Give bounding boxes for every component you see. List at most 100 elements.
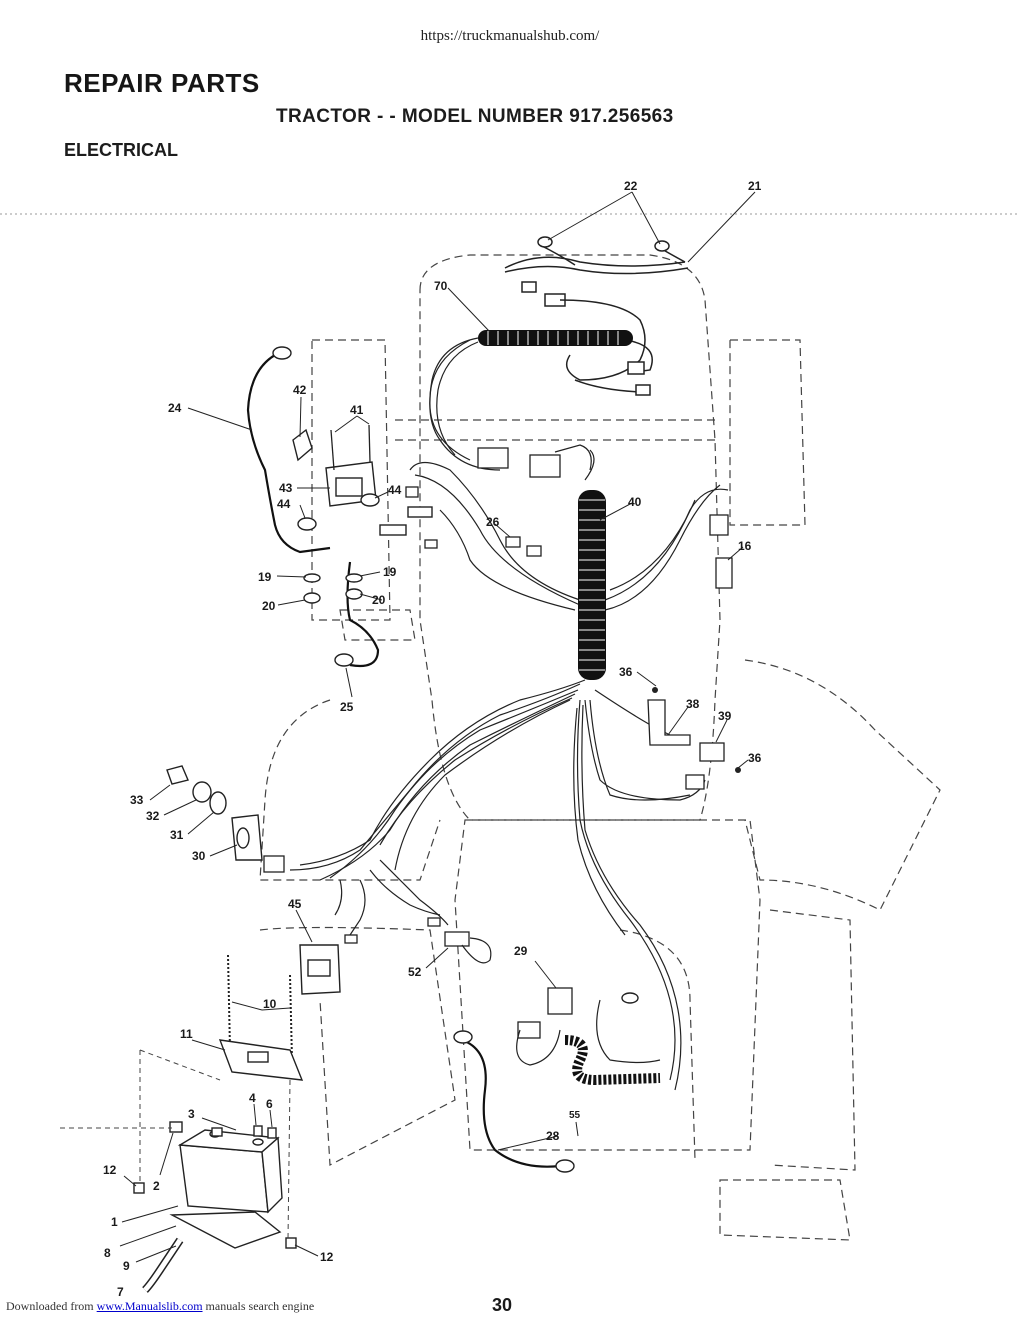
callout-11: 11 xyxy=(180,1027,193,1041)
download-footer: Downloaded from www.Manualslib.com manua… xyxy=(6,1299,314,1314)
ring-terminal-25-icon xyxy=(334,653,354,667)
callout-44-left: 44 xyxy=(277,497,291,511)
connector-d-icon xyxy=(635,384,651,396)
nut-20a-icon xyxy=(303,592,321,604)
ignition-plug-icon xyxy=(263,855,285,873)
callout-70: 70 xyxy=(434,279,448,293)
connector-a-icon xyxy=(521,281,537,293)
callout-55: 55 xyxy=(569,1110,581,1121)
terminal-4-icon xyxy=(253,1125,263,1137)
coil-cable-29 xyxy=(564,1035,661,1086)
nut-44b-icon xyxy=(360,493,380,507)
switch-39-icon xyxy=(699,742,725,762)
fuse-link-2-icon xyxy=(407,506,433,518)
callout-52: 52 xyxy=(408,965,422,979)
callout-21: 21 xyxy=(748,179,762,193)
battery-1-icon xyxy=(179,1144,269,1213)
left-fender-outline xyxy=(259,699,441,881)
small-bracket-outline xyxy=(339,609,416,641)
callout-33: 33 xyxy=(130,793,144,807)
terminal-small-icon xyxy=(405,486,419,498)
right-front-wheel-outline xyxy=(729,339,806,526)
nut-20b-icon xyxy=(345,588,363,600)
callout-39: 39 xyxy=(718,709,732,723)
callout-24: 24 xyxy=(168,401,182,415)
footer-prefix: Downloaded from xyxy=(6,1299,94,1313)
leader-lines xyxy=(119,191,756,1263)
hood-outline xyxy=(419,254,721,821)
section-heading: ELECTRICAL xyxy=(64,140,178,160)
cable-24 xyxy=(246,354,331,554)
ring-terminal-28a-icon xyxy=(453,1030,473,1044)
callout-16: 16 xyxy=(738,539,752,553)
callout-28: 28 xyxy=(546,1129,560,1143)
callout-32: 32 xyxy=(146,809,160,823)
nut-44a-icon xyxy=(297,517,317,531)
callout-36-bottom: 36 xyxy=(748,751,762,765)
solenoid-29-icon xyxy=(547,987,573,1015)
key-33-icon xyxy=(166,765,189,785)
callout-4: 4 xyxy=(249,1091,256,1105)
callout-26: 26 xyxy=(486,515,500,529)
callout-12-bottom: 12 xyxy=(320,1250,334,1264)
plug-connector-icon xyxy=(477,447,509,469)
callout-3: 3 xyxy=(188,1107,195,1121)
bolt-2-icon xyxy=(169,1121,183,1133)
callout-19-right: 19 xyxy=(383,565,397,579)
callout-29: 29 xyxy=(514,944,528,958)
socket-connector-icon xyxy=(529,454,561,478)
battery-cables xyxy=(246,354,561,1168)
boot-42-icon xyxy=(292,428,313,462)
callout-36-top: 36 xyxy=(619,665,633,679)
manualslib-link[interactable]: www.Manualslib.com xyxy=(96,1299,203,1313)
callout-7: 7 xyxy=(117,1285,124,1299)
washer-31-icon xyxy=(209,791,227,815)
fuse-holder-52-icon xyxy=(444,931,470,947)
footer-suffix: manuals search engine xyxy=(205,1299,315,1313)
ring-terminal-24-icon xyxy=(272,346,292,360)
callout-30: 30 xyxy=(192,849,206,863)
terminal-26b-icon xyxy=(526,545,542,557)
terminal-26a-icon xyxy=(505,536,521,548)
terminal-3-icon xyxy=(211,1127,223,1137)
callout-31: 31 xyxy=(170,828,184,842)
connector-29-icon xyxy=(517,1021,541,1039)
callout-10: 10 xyxy=(263,997,277,1011)
plug-16-top-icon xyxy=(709,514,729,536)
callout-44-right: 44 xyxy=(388,483,402,497)
washer-19b-icon xyxy=(345,573,363,583)
seat-deck-outline xyxy=(454,819,761,1151)
main-harness-wires xyxy=(289,337,729,1091)
bracket-38 xyxy=(647,699,691,746)
headlight-harness xyxy=(504,236,689,396)
terminal-45b-icon xyxy=(344,934,358,944)
model-subtitle: TRACTOR - - MODEL NUMBER 917.256563 xyxy=(276,106,674,127)
callout-20-left: 20 xyxy=(262,599,276,613)
callout-22: 22 xyxy=(624,179,638,193)
callout-38: 38 xyxy=(686,697,700,711)
battery-tray-8-icon xyxy=(169,1211,282,1249)
callout-1: 1 xyxy=(111,1215,118,1229)
callout-41: 41 xyxy=(350,403,364,417)
tractor-outline xyxy=(259,254,941,1241)
page-title: REPAIR PARTS xyxy=(64,68,260,98)
bolt-41b-icon xyxy=(368,424,371,463)
front-axle-outline xyxy=(395,419,720,441)
callout-42: 42 xyxy=(293,383,307,397)
connector-c-icon xyxy=(627,361,645,375)
callout-20-right: 20 xyxy=(372,593,386,607)
cable-28 xyxy=(461,1038,561,1168)
callout-45: 45 xyxy=(288,897,302,911)
callout-9: 9 xyxy=(123,1259,130,1273)
right-rear-tire-outline xyxy=(719,1179,851,1241)
fuse-link-icon xyxy=(379,524,407,536)
callout-40: 40 xyxy=(628,495,642,509)
harness-connectors xyxy=(263,447,733,1039)
wire-loom-70 xyxy=(478,330,633,346)
bolt-41a-icon xyxy=(330,429,335,471)
washer-19a-icon xyxy=(303,573,321,583)
callout-6: 6 xyxy=(266,1097,273,1111)
callout-8: 8 xyxy=(104,1246,111,1260)
nut-32-icon xyxy=(192,781,212,803)
